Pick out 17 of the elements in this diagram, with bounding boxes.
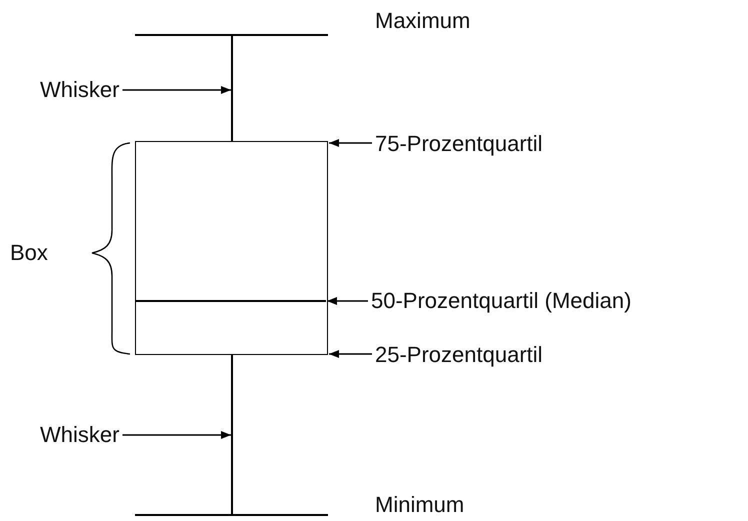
lower-whisker-line bbox=[231, 355, 233, 515]
box-label: Box bbox=[10, 240, 48, 266]
upper-whisker-line bbox=[231, 36, 233, 141]
quartile-label: 75-Prozentquartil bbox=[375, 131, 543, 157]
median-label: 50-Prozentquartil (Median) bbox=[371, 288, 632, 314]
box-rectangle bbox=[135, 141, 328, 355]
maximum-label: Maximum bbox=[375, 8, 470, 34]
minimum-label: Minimum bbox=[375, 492, 464, 518]
median-line bbox=[136, 300, 326, 302]
whisker-label: Whisker bbox=[40, 77, 120, 103]
leader-arrow bbox=[122, 86, 231, 94]
leader-arrow bbox=[122, 431, 231, 439]
quartile-label: 25-Prozentquartil bbox=[375, 342, 543, 368]
leader-arrow bbox=[329, 139, 372, 147]
leader-arrow bbox=[327, 297, 368, 305]
leader-arrow bbox=[329, 350, 372, 358]
whisker-label: Whisker bbox=[40, 422, 120, 448]
